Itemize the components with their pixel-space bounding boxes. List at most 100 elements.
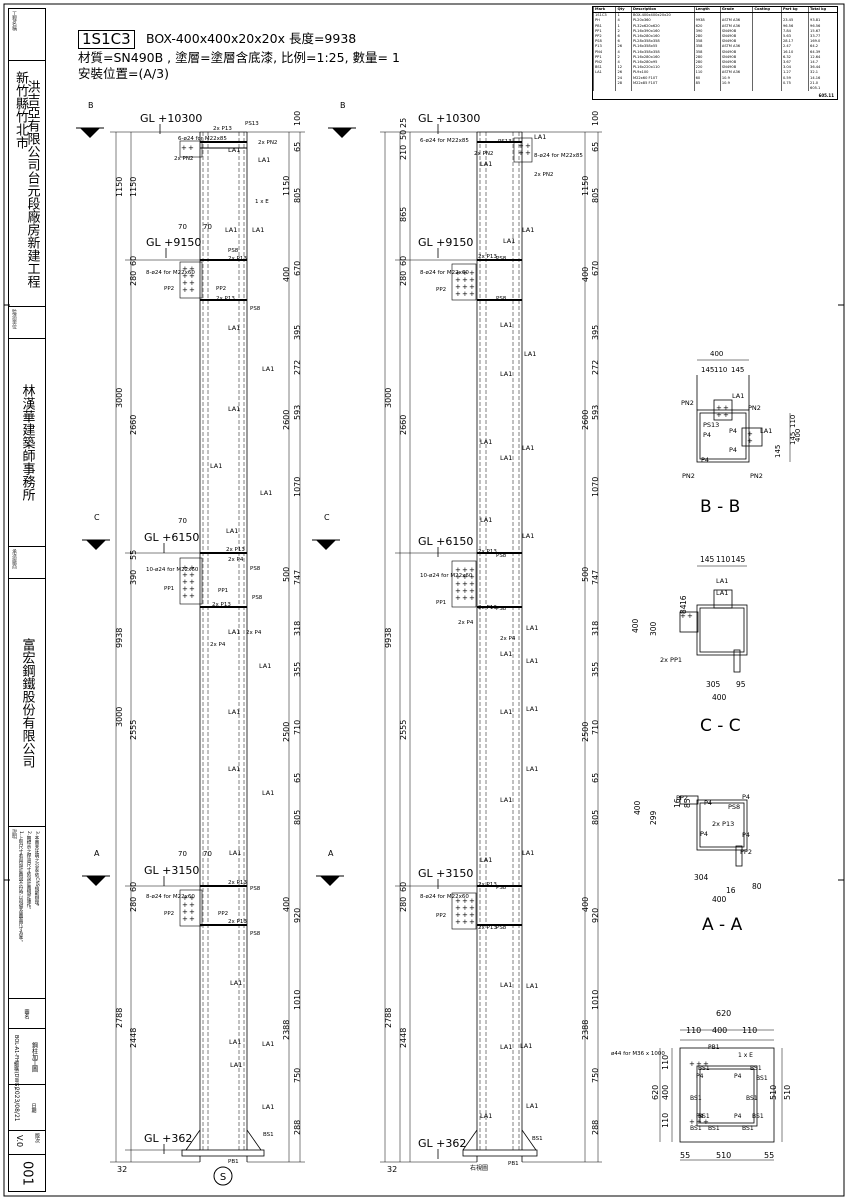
dimension-text: 3000	[115, 388, 124, 408]
bolt-hole: +	[189, 564, 195, 572]
bolt-hole: +	[689, 1060, 695, 1068]
bom-cell: LA1	[592, 70, 616, 76]
bom-cell: SN490B	[719, 65, 753, 71]
bom-cell: 9938	[693, 18, 721, 24]
bom-cell: 3.67	[780, 60, 809, 66]
bom-cell: SN490B	[719, 39, 753, 45]
bom-cell: 4	[615, 18, 632, 24]
drawing-title: 鋼柱加工圖	[30, 1041, 38, 1072]
bolt-hole: +	[687, 612, 693, 620]
bolt-hole: +	[189, 265, 195, 273]
dimension-text: 400	[794, 429, 802, 442]
bom-cell	[752, 80, 782, 87]
plate-label: PS8	[496, 925, 507, 931]
la1-label: LA1	[225, 226, 237, 234]
dimension-text: 70	[203, 223, 212, 231]
bom-cell: 1	[615, 12, 632, 19]
bolt-note: 10-ø24 for M22x60	[420, 573, 473, 579]
static-linework	[110, 131, 791, 1163]
section-cc-drawing	[679, 565, 748, 673]
plate-outline	[513, 137, 533, 163]
bom-cell: 169.0	[808, 39, 837, 45]
member-id-box: 1S1C3	[78, 30, 135, 49]
dimension-text: 300	[649, 621, 658, 636]
dimension-text: 32	[117, 1165, 127, 1174]
bolt-hole: +	[689, 1118, 695, 1126]
plate-label: PP2	[436, 913, 446, 919]
dimension-text: 9938	[115, 628, 124, 648]
bom-cell: 110	[693, 70, 721, 76]
dimension-text: 65	[591, 142, 600, 152]
note-1: 1.上列尺寸若與設計圖說不符時,以現場及圖面尺寸為準。	[18, 831, 23, 945]
bom-cell: PL16x390x160	[630, 28, 695, 35]
dimension-text: 400	[712, 693, 727, 702]
plate-label: 1 x E	[255, 199, 269, 205]
plate-label: PS8	[250, 931, 261, 937]
project-name: 洪吉亞有限公司台元段廠房新建工程	[24, 79, 40, 288]
dimension-text: 593	[591, 405, 600, 420]
bolt-note: 8-ø24 for M22x60	[420, 894, 469, 900]
dimension-text: 288	[293, 1120, 302, 1135]
dimension-text: 670	[591, 261, 600, 276]
la1-label: LA1	[480, 856, 492, 864]
section-marker-label: C	[94, 513, 100, 522]
dimension-text: 400	[633, 800, 642, 815]
bolt-hole: +	[182, 564, 188, 572]
dimension-text: 55	[764, 1151, 774, 1160]
plate-label: 2x P13	[228, 256, 247, 262]
bom-cell: 64.2	[808, 44, 837, 50]
plate-label: PS8	[250, 566, 261, 572]
bolt-hole: +	[182, 279, 188, 287]
plate-outline	[451, 560, 477, 608]
section-label: BS1	[690, 1125, 702, 1132]
bom-cell: PL16x358x55	[630, 44, 695, 50]
dimension-text: 70	[178, 517, 187, 525]
la1-label: LA1	[226, 527, 238, 535]
bom-col-coating: Coating	[752, 7, 782, 14]
section-label: P4	[696, 1113, 704, 1120]
dimension-text: 500	[581, 567, 590, 582]
dimension-text: 25	[399, 118, 408, 128]
bolt-hole: +	[469, 573, 475, 581]
member-spec: BOX-400x400x20x20x 長度=9938	[146, 31, 357, 46]
plate-label: PS8	[250, 306, 261, 312]
dimension-text: 280	[129, 897, 138, 912]
view-s-label: S	[220, 1172, 226, 1183]
dimension-text: 272	[591, 360, 600, 375]
dimension-text: 400	[712, 1026, 727, 1035]
bom-col-length: Length	[693, 7, 721, 14]
bom-cell	[780, 12, 809, 19]
bom-cell: 10.9	[719, 75, 753, 81]
date-value: 2023/08/21	[13, 1087, 20, 1122]
section-marker-label: B	[340, 101, 346, 110]
la1-label: LA1	[229, 849, 241, 857]
dimension-text: 400	[282, 897, 291, 912]
section-label: PS13	[703, 421, 719, 429]
bom-cell: PL16x280x160	[630, 34, 695, 40]
bom-cell: 280	[693, 54, 721, 61]
plate-label: PP1	[164, 586, 174, 592]
bolt-hole: +	[182, 908, 188, 916]
bom-cell: 23.45	[780, 18, 809, 24]
plate-label: PS8	[496, 256, 507, 262]
bom-cell: 28	[615, 80, 632, 87]
dimension-text: 395	[293, 325, 302, 340]
bom-cell: 605.1	[808, 86, 837, 92]
section-label: LA1	[732, 392, 744, 400]
plate-label: 2x PN2	[258, 140, 277, 146]
bolt-hole: +	[469, 580, 475, 588]
section-cut-marker	[86, 876, 106, 886]
bolt-hole: +	[469, 904, 475, 912]
bom-cell: M22x60 F10T	[630, 75, 695, 81]
section-cut-marker	[80, 128, 100, 138]
la1-label: LA1	[526, 1102, 538, 1110]
la1-label: LA1	[229, 1038, 241, 1046]
dimension-text: 65	[293, 142, 302, 152]
bom-cell: 4	[615, 60, 632, 66]
bolt-hole: +	[189, 901, 195, 909]
bolt-hole: +	[455, 594, 461, 602]
